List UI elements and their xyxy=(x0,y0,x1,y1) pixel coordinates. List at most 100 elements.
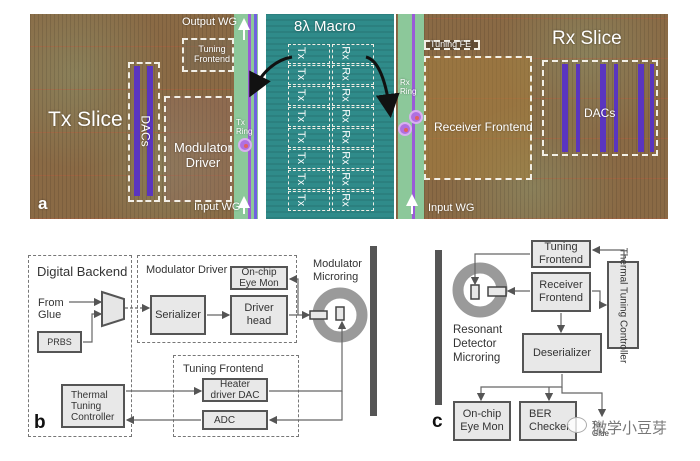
modulator-driver-label: Modulator Driver xyxy=(174,140,232,170)
macro-die: 8λ Macro Tx Rx Tx Rx Tx Rx Tx Rx Tx Rx T… xyxy=(266,14,394,219)
microring-line1: Modulator xyxy=(313,258,362,270)
rx-tuning-line1: Tuning xyxy=(544,241,578,253)
modulator-driver-label: Modulator Driver xyxy=(146,264,228,276)
eye-mon-line1: On-chip xyxy=(241,267,277,278)
rx-slice-label: Rx Slice xyxy=(552,28,622,49)
tx-tuning-frontend-label: Tuning Frontend xyxy=(194,44,230,64)
macro-rx-cell: Rx xyxy=(332,191,374,211)
tx-ring-icon xyxy=(238,138,252,152)
to-glue-line2: Glue xyxy=(592,429,609,438)
panel-c-label: c xyxy=(432,411,443,432)
macro-tx-cell: Tx xyxy=(288,65,330,85)
deserializer-block: Deserializer xyxy=(522,333,602,373)
dac-bar xyxy=(562,64,568,152)
rx-ring-line2: Ring xyxy=(400,87,417,96)
controller-to-tuning-arrow xyxy=(591,245,625,261)
watermark-text: 微学小豆芽 xyxy=(592,420,668,437)
macro-tx-cell: Tx xyxy=(288,107,330,127)
adc-block: ADC xyxy=(202,410,268,430)
detector-line1: Resonant xyxy=(453,324,503,336)
deser-to-glue-arrow xyxy=(561,387,607,418)
macro-rx-cell: Rx xyxy=(332,149,374,169)
macro-tx-cell: Tx xyxy=(288,191,330,211)
panel-b-label: b xyxy=(34,412,46,433)
driver-head-line2: head xyxy=(246,315,272,327)
wechat-icon xyxy=(567,417,587,433)
tx-ring-line2: Ring xyxy=(236,127,253,136)
receiver-frontend-region xyxy=(424,56,532,180)
tuning-frontend-group xyxy=(173,355,299,437)
rx-ring-icon xyxy=(398,122,412,136)
panel-c-connections xyxy=(435,245,625,418)
from-glue-line2: Glue xyxy=(38,309,62,321)
tx-tuning-frontend-region xyxy=(182,38,234,72)
macro-rx-cell: Rx xyxy=(332,128,374,148)
tx-pointer-arrow xyxy=(249,55,293,98)
detector-heater-contact xyxy=(470,284,480,300)
ber-line2: Checker xyxy=(529,421,570,433)
modulator-driver-region xyxy=(164,96,232,202)
rx-ring-label: Rx Ring xyxy=(400,78,416,96)
resonant-detector-microring-label: Resonant Detector Microring xyxy=(453,323,502,365)
rx-input-wg-label: Input WG xyxy=(428,202,475,214)
macro-tx-cell: Tx xyxy=(288,86,330,106)
deser-to-eye-mon-arrow xyxy=(476,374,563,402)
to-glue-line1: To xyxy=(592,420,601,429)
panel-b-connections xyxy=(69,246,377,425)
dac-bar xyxy=(650,64,654,152)
prbs-arrow xyxy=(83,309,103,343)
ber-line1: BER xyxy=(529,408,552,420)
receiver-frontend-line1: Receiver xyxy=(539,279,583,291)
rx-tuning-line2: Frontend xyxy=(538,254,584,266)
rx-ring-line1: Rx xyxy=(400,78,410,87)
dac-bar xyxy=(638,64,644,152)
rx-dacs-region xyxy=(542,60,658,156)
thermal-line1: Thermal xyxy=(71,389,108,401)
modulator-driver-label-line1: Modulator xyxy=(174,140,232,155)
heater-line2: driver DAC xyxy=(210,390,260,401)
tx-dacs-region xyxy=(128,62,160,202)
macro-rx-cell: Rx xyxy=(332,170,374,190)
rx-pointer-arrow xyxy=(365,55,400,118)
dac-bar xyxy=(147,66,153,196)
heater-line1: Heater xyxy=(219,379,250,390)
macro-tx-cell: Tx xyxy=(288,44,330,64)
macro-rx-cell: Rx xyxy=(332,65,374,85)
from-glue-label: From Glue xyxy=(38,297,64,321)
microring-line2: Microring xyxy=(313,271,359,283)
eye-mon-line2: Eye Mon xyxy=(239,278,279,289)
tuning-frontend-label: Tuning Frontend xyxy=(183,363,264,375)
macro-rx-cell: Rx xyxy=(332,107,374,127)
bus-waveguide-bar xyxy=(370,246,377,416)
ring-heater-contact xyxy=(335,306,345,321)
die-arrows xyxy=(238,18,418,214)
detector-line2: Detector xyxy=(453,338,497,350)
eye-mon-feed-arrow xyxy=(288,274,299,315)
tx-slice-label: Tx Slice xyxy=(48,108,123,131)
prbs-block: PRBS xyxy=(37,331,82,353)
thermal-line3: Controller xyxy=(71,411,115,423)
dac-bar xyxy=(600,64,606,152)
dac-bar xyxy=(614,64,618,152)
tx-waveguide-line xyxy=(248,14,251,219)
tx-ring-label: Tx Ring xyxy=(236,118,252,136)
rx-frontend-to-controller-arrow xyxy=(592,290,608,310)
rx-tuning-fe-label: Tuning FE xyxy=(430,39,472,49)
serializer-block: Serializer xyxy=(150,295,206,335)
detector-line3: Microring xyxy=(453,352,501,364)
macro-tx-cell: Tx xyxy=(288,170,330,190)
panel-a-label: a xyxy=(38,194,48,213)
dac-bar xyxy=(134,66,140,196)
to-glue-label: To Glue xyxy=(592,420,609,438)
receiver-frontend-label: Receiver Frontend xyxy=(434,120,533,134)
rx-eye-mon-line1: On-chip xyxy=(462,408,502,420)
rx-bus-waveguide-bar xyxy=(435,250,442,405)
rx-ring-icon xyxy=(409,110,423,124)
rx-slice-die: Tuning FE Receiver Frontend DACs Rx Slic… xyxy=(396,14,668,219)
modulator-microring-label: Modulator Microring xyxy=(313,258,362,284)
